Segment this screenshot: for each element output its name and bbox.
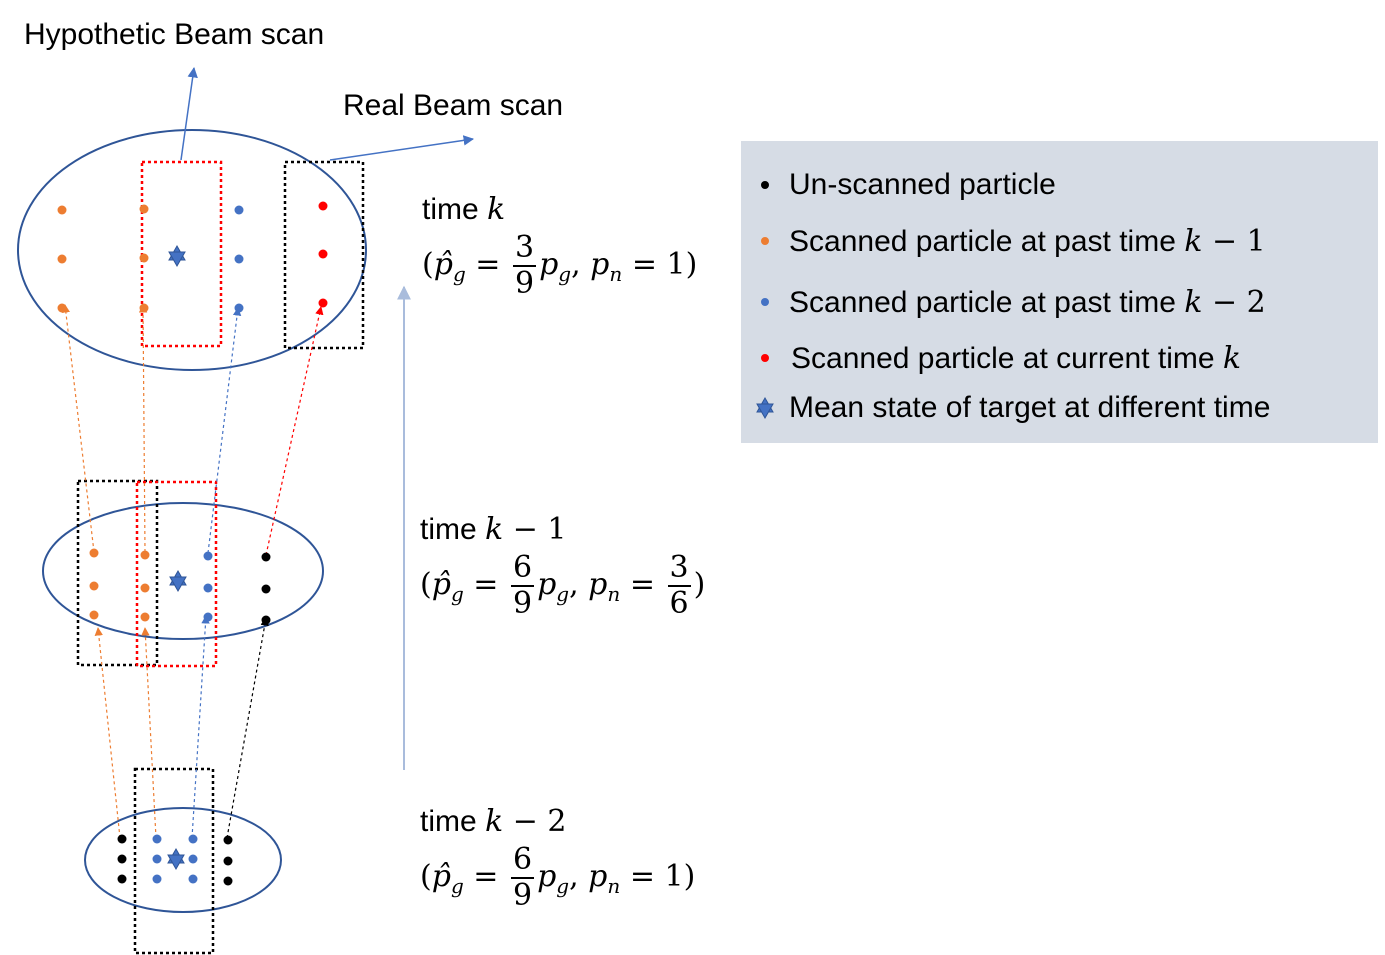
dot-icon <box>741 354 789 362</box>
legend-item-past2: Scanned particle at past time k − 2 <box>741 282 1266 322</box>
transition-arrow <box>207 307 242 554</box>
ellipse-time-k <box>17 129 367 371</box>
particle-past2 <box>203 583 213 593</box>
ellipse-time-k-1 <box>42 502 324 640</box>
legend-label: Scanned particle at past time k − 2 <box>789 284 1266 320</box>
particle-unscanned <box>223 835 233 845</box>
mean-state-star-icon <box>168 251 186 268</box>
particle-past1 <box>139 204 149 214</box>
particle-past2 <box>152 874 162 884</box>
real-beam-box-k <box>283 160 365 350</box>
mean-state-star-icon <box>169 576 187 593</box>
transition-arrow <box>191 615 210 839</box>
particle-past1 <box>57 303 67 313</box>
dot-icon <box>741 181 789 189</box>
star-icon <box>741 397 789 419</box>
ellipse-time-k-2 <box>84 807 282 913</box>
particle-current <box>318 249 328 259</box>
particle-past1 <box>89 548 99 558</box>
particle-past1 <box>57 205 67 215</box>
particle-past1 <box>140 550 150 560</box>
particle-past2 <box>234 205 244 215</box>
particle-past2 <box>152 854 162 864</box>
transition-arrow <box>138 304 148 553</box>
particle-unscanned <box>117 854 127 864</box>
legend-item-current: Scanned particle at current time k <box>741 338 1241 378</box>
particle-past2 <box>234 303 244 313</box>
dot-icon <box>741 237 789 245</box>
particle-past2 <box>203 612 213 622</box>
particle-unscanned <box>261 552 271 562</box>
particle-past2 <box>152 834 162 844</box>
dot-icon <box>741 298 789 306</box>
hypothetic-label-arrow <box>180 66 198 161</box>
legend-label: Scanned particle at current time k <box>791 340 1242 376</box>
particle-unscanned <box>261 615 271 625</box>
particles-time-k-1 <box>89 548 271 625</box>
legend-label: Mean state of target at different time <box>789 391 1271 424</box>
particle-current <box>318 298 328 308</box>
particle-past2 <box>234 254 244 264</box>
particle-past1 <box>57 254 67 264</box>
particle-past2 <box>188 854 198 864</box>
real-label-arrow <box>329 135 475 161</box>
particles-time-k-2 <box>117 834 233 886</box>
particle-unscanned <box>117 874 127 884</box>
legend: Un-scanned particle Scanned particle at … <box>741 141 1378 443</box>
legend-item-unscanned: Un-scanned particle <box>741 165 1056 205</box>
legend-item-mean-state: Mean state of target at different time <box>741 388 1270 428</box>
real-beam-box-k-2 <box>133 767 215 955</box>
particle-past2 <box>188 874 198 884</box>
mean-state-star-icon <box>167 854 185 871</box>
real-beam-box-k-1 <box>76 479 159 667</box>
particle-past2 <box>188 834 198 844</box>
particles-time-k <box>57 201 328 313</box>
legend-item-past1: Scanned particle at past time k − 1 <box>741 221 1266 261</box>
particle-unscanned <box>117 834 127 844</box>
particle-current <box>318 201 328 211</box>
legend-label: Un-scanned particle <box>789 168 1056 201</box>
legend-label: Scanned particle at past time k − 1 <box>789 223 1266 259</box>
transition-arrow <box>141 627 157 839</box>
particle-past1 <box>89 581 99 591</box>
particle-unscanned <box>223 876 233 886</box>
particle-unscanned <box>261 584 271 594</box>
particle-unscanned <box>223 856 233 866</box>
transition-arrow <box>94 627 121 839</box>
transition-arrow <box>226 617 269 839</box>
particle-past1 <box>139 303 149 313</box>
particle-past1 <box>89 610 99 620</box>
real-beam-label: Real Beam scan <box>343 89 564 122</box>
particle-past1 <box>139 253 149 263</box>
hypothetic-beam-box-k-1 <box>135 480 218 668</box>
time-k-label: time k <box>422 192 506 227</box>
time-k-2-label: time k − 2 <box>420 804 567 839</box>
time-k-1-label: time k − 1 <box>420 512 567 547</box>
particle-past1 <box>140 583 150 593</box>
particle-past1 <box>140 612 150 622</box>
hypothetic-beam-label: Hypothetic Beam scan <box>24 18 325 51</box>
transition-arrow <box>265 306 324 556</box>
particle-past2 <box>203 551 213 561</box>
